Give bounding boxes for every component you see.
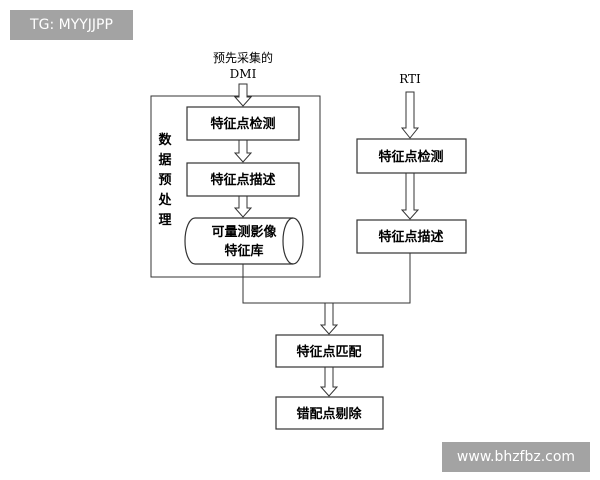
watermark-bottom-right: www.bhzfbz.com [442,442,590,472]
left-describe-box [186,162,300,197]
left-detect-label: 特征点检测 [210,116,275,132]
match-box [275,334,384,368]
feature-database [184,217,304,265]
right-detect-box [356,138,467,174]
left-detect-box [186,106,300,141]
input-right-label: RTI [399,72,421,86]
left-describe-label: 特征点描述 [210,172,275,188]
right-describe-label: 特征点描述 [378,229,443,245]
arrow-merge-to-match [319,302,339,335]
remove-label: 错配点剔除 [296,406,362,422]
side-char-2: 据 [158,152,171,168]
arrow-left-detect-to-describe [233,139,253,163]
arrow-match-to-remove [319,366,339,397]
merge-connector [242,253,411,304]
side-char-4: 处 [157,192,172,208]
side-char-1: 数 [158,132,172,148]
match-label: 特征点匹配 [296,344,361,360]
input-left-label-line2: DMI [230,67,257,81]
merge-line [242,253,411,304]
right-describe-box [356,219,467,254]
side-char-5: 理 [158,213,171,228]
arrow-rti-to-detect [400,91,420,139]
remove-box [275,396,384,430]
arrow-right-detect-to-describe [400,172,420,220]
watermark-top-left: TG: MYYJJPP [10,10,133,40]
side-char-3: 预 [158,173,171,188]
right-detect-label: 特征点检测 [378,149,443,165]
preprocess-side-label: 数 据 预 处 理 [157,132,172,228]
preprocess-container [150,95,321,278]
db-label-line2: 特征库 [224,243,263,259]
arrow-dmi-to-detect [233,83,253,107]
input-left-label-line1: 预先采集的 [213,50,273,65]
arrow-left-describe-to-db [233,194,253,218]
db-label-line1: 可量测影像 [211,224,277,240]
